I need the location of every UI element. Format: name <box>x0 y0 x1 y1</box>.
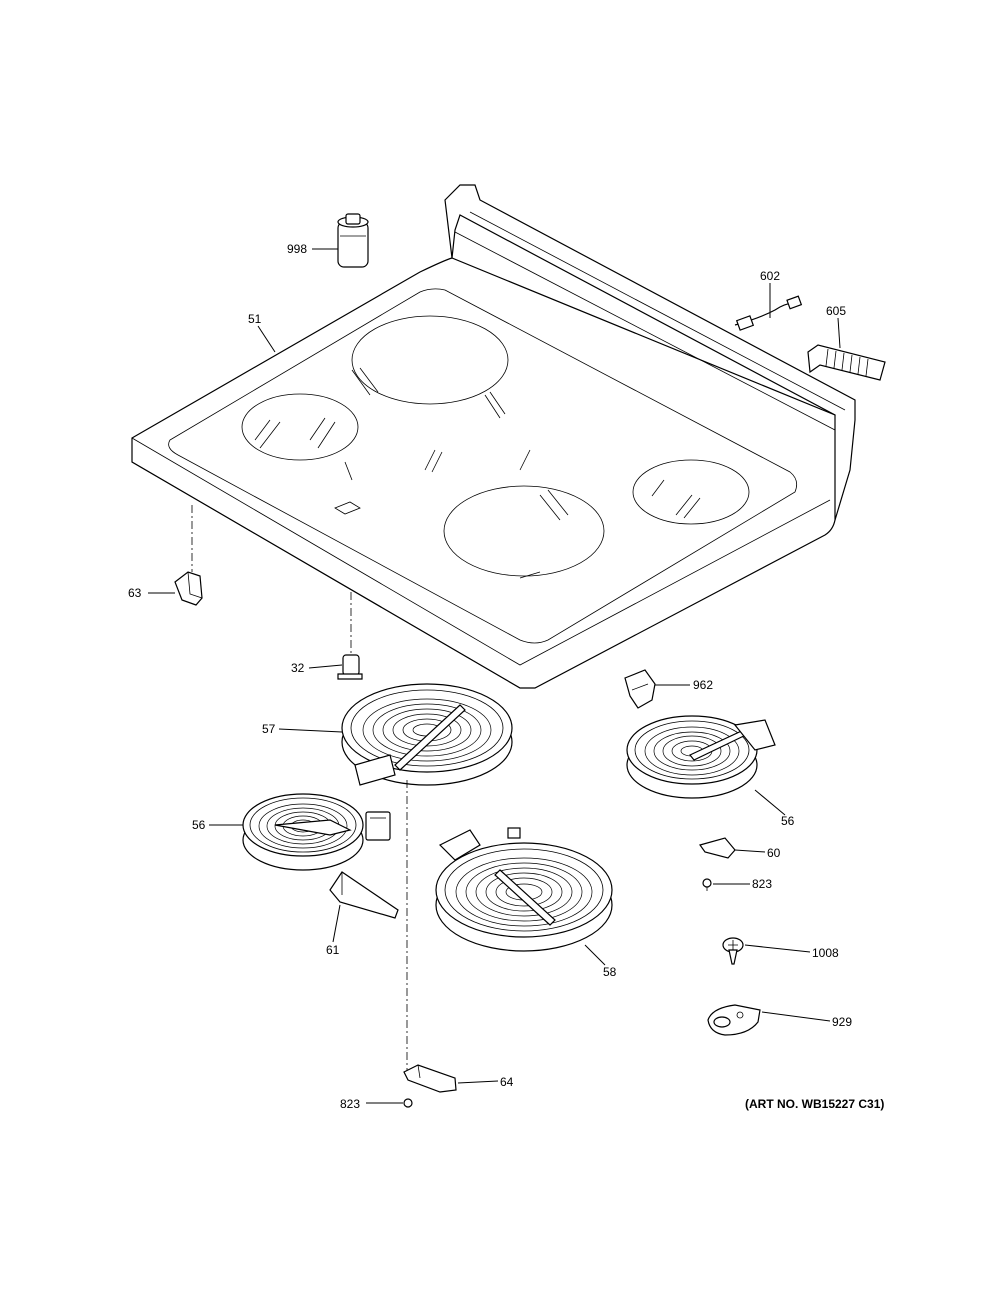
callout-998: 998 <box>287 242 307 256</box>
cooktop-clip-left <box>174 505 203 606</box>
callout-1008: 1008 <box>812 946 839 960</box>
burner-support-bracket <box>329 871 399 919</box>
limiter-switch <box>337 592 363 680</box>
burner-bracket-small <box>624 669 656 709</box>
cooktop-glass-top <box>131 184 856 689</box>
glass-burner-right <box>632 459 750 525</box>
callout-57: 57 <box>262 722 276 736</box>
radiant-element-small-left <box>242 793 391 871</box>
screw-bottom <box>403 1098 413 1108</box>
element-bracket-bottom <box>403 1064 457 1093</box>
terminal-block-connector <box>707 1004 761 1036</box>
callout-labels: 998 602 605 51 63 32 962 57 56 56 60 823… <box>128 242 852 1111</box>
callout-32: 32 <box>291 661 305 675</box>
insulation-strip <box>807 344 886 381</box>
glass-burner-left-rear <box>241 393 359 461</box>
callout-823-right: 823 <box>752 877 772 891</box>
callout-58: 58 <box>603 965 617 979</box>
leader-lines <box>148 248 841 1104</box>
callout-56-right: 56 <box>781 814 795 828</box>
callout-61: 61 <box>326 943 340 957</box>
radiant-element-small-right <box>626 715 776 799</box>
radiant-element-large-front <box>435 827 613 952</box>
wire-harness <box>734 295 803 331</box>
mounting-screw <box>722 937 744 965</box>
callout-823-bottom: 823 <box>340 1097 360 1111</box>
callout-64: 64 <box>500 1075 514 1089</box>
callout-51: 51 <box>248 312 262 326</box>
art-number: (ART NO. WB15227 C31) <box>745 1097 884 1111</box>
touch-up-paint-bottle <box>337 213 369 268</box>
callout-63: 63 <box>128 586 142 600</box>
glass-burner-center-front <box>443 485 605 577</box>
glass-burner-center-rear <box>351 315 509 405</box>
radiant-element-large-rear <box>341 683 513 786</box>
callout-929: 929 <box>832 1015 852 1029</box>
callout-60: 60 <box>767 846 781 860</box>
callout-602: 602 <box>760 269 780 283</box>
callout-605: 605 <box>826 304 846 318</box>
callout-56-left: 56 <box>192 818 206 832</box>
screw-right <box>702 878 712 891</box>
callout-962: 962 <box>693 678 713 692</box>
terminal-clip <box>699 837 736 859</box>
